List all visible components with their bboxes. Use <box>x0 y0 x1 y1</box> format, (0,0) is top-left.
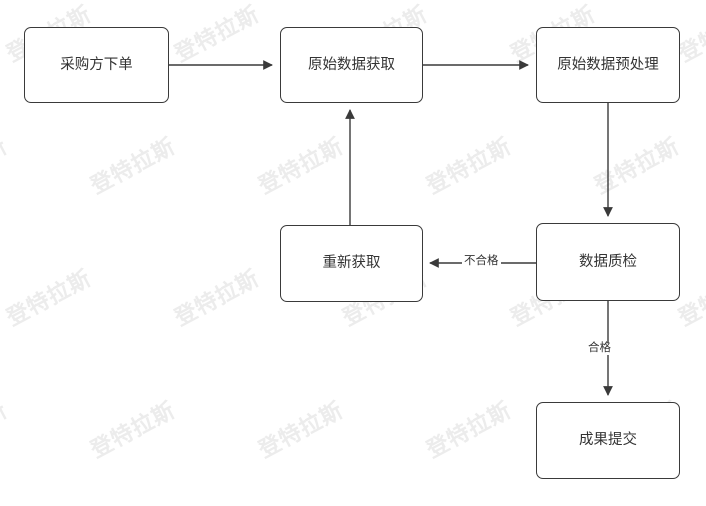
edge-label-fail: 不合格 <box>462 255 501 268</box>
node-purchase-order[interactable]: 采购方下单 <box>24 27 169 103</box>
node-raw-data-preproc[interactable]: 原始数据预处理 <box>536 27 680 103</box>
node-label-raw-data-preproc: 原始数据预处理 <box>557 56 659 73</box>
edge-label-pass: 合格 <box>586 342 613 355</box>
node-label-purchase-order: 采购方下单 <box>60 56 133 73</box>
node-label-data-qc: 数据质检 <box>579 253 637 270</box>
node-refetch[interactable]: 重新获取 <box>280 225 423 302</box>
node-label-refetch: 重新获取 <box>322 255 381 272</box>
node-result-submit[interactable]: 成果提交 <box>536 402 680 479</box>
node-raw-data-fetch[interactable]: 原始数据获取 <box>280 27 423 103</box>
node-data-qc[interactable]: 数据质检 <box>536 223 680 301</box>
node-label-raw-data-fetch: 原始数据获取 <box>308 56 395 73</box>
node-label-result-submit: 成果提交 <box>579 432 637 449</box>
